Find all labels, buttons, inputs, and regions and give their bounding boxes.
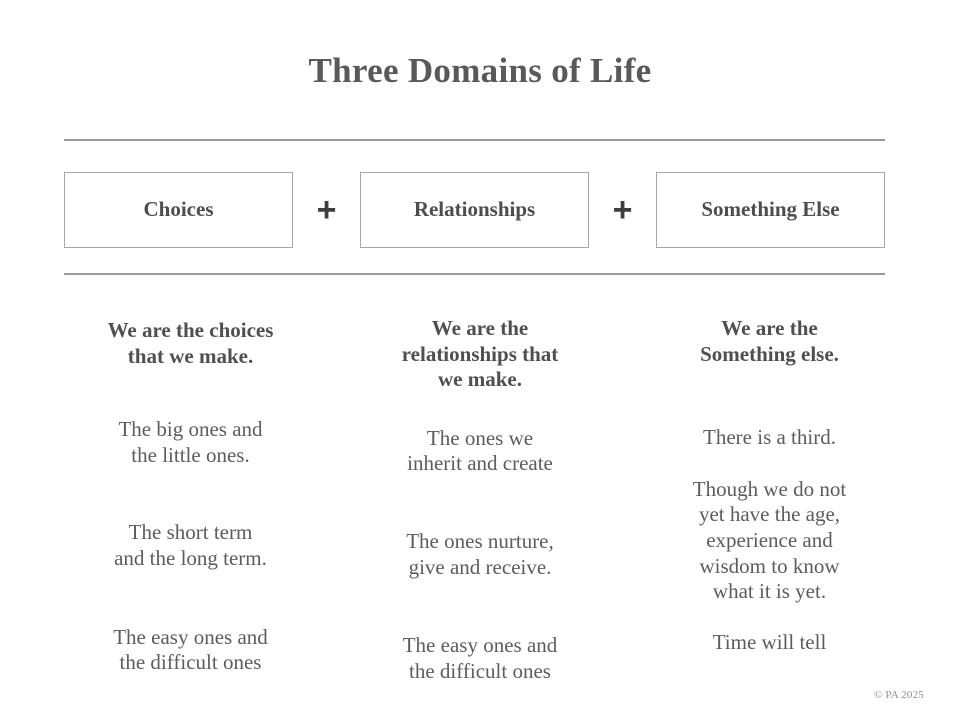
page-title: Three Domains of Life [308, 51, 652, 90]
domain-box-choices[interactable]: Choices [64, 172, 293, 248]
column-line-choices-3: The easy ones and the difficult ones [113, 624, 268, 675]
divider-top [64, 139, 885, 141]
column-heading-relationships: We are the relationships that we make. [401, 316, 559, 392]
column-choices: We are the choices that we make. The big… [46, 308, 335, 680]
column-line-choices-1: The big ones and the little ones. [118, 417, 263, 467]
column-relationships: We are the relationships that we make. T… [336, 308, 625, 683]
domain-box-label-relationships: Relationships [413, 197, 536, 222]
domain-box-label-something-else: Something Else [701, 197, 840, 222]
column-line-something-else-3: Time will tell [712, 629, 827, 654]
column-line-something-else-1: There is a third. [703, 425, 836, 450]
domain-box-label-choices: Choices [143, 197, 214, 222]
column-line-choices-2: The short term and the long term. [114, 520, 267, 571]
column-heading-something-else: We are the Something else. [700, 316, 839, 366]
divider-bottom [64, 273, 885, 275]
domain-box-something-else[interactable]: Something Else [656, 172, 885, 248]
domain-box-relationships[interactable]: Relationships [360, 172, 589, 248]
copyright-footer: © PA 2025 [873, 689, 924, 701]
plus-operator-1: + [316, 191, 337, 229]
column-line-relationships-1: The ones we inherit and create [407, 425, 553, 476]
plus-operator-2: + [612, 191, 633, 229]
domain-boxes-band: Choices + Relationships + Something Else [64, 172, 885, 248]
column-line-something-else-2: Though we do not yet have the age, exper… [692, 476, 847, 604]
column-heading-choices: We are the choices that we make. [107, 318, 274, 368]
column-something-else: We are the Something else. There is a th… [625, 308, 914, 680]
column-line-relationships-3: The easy ones and the difficult ones [402, 633, 558, 683]
columns-container: We are the choices that we make. The big… [46, 308, 914, 683]
column-line-relationships-2: The ones nurture, give and receive. [406, 529, 554, 579]
